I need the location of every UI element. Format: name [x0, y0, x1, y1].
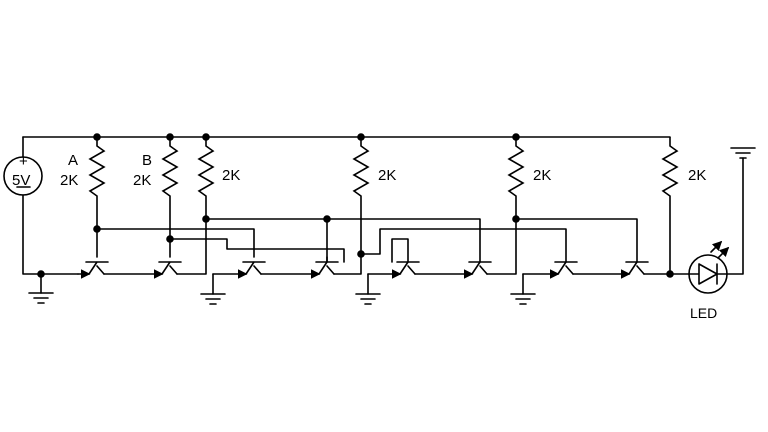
resistor-a-value: 2K: [60, 172, 78, 189]
resistor-b: B 2K: [133, 137, 179, 239]
ground-1: [28, 292, 54, 304]
transistor-1: [77, 228, 109, 279]
source-plus: +: [19, 153, 28, 170]
resistor-a: A 2K: [60, 137, 106, 229]
transistor-6: [414, 218, 517, 279]
ground-2: [200, 293, 226, 305]
cross-wire-7: [515, 218, 638, 263]
ground-3: [355, 293, 381, 305]
input-a-label: A: [68, 152, 78, 169]
cross-wire-6: [391, 238, 409, 263]
ground-4: [510, 293, 536, 305]
source-voltage-label: 5V: [12, 172, 30, 189]
cross-wire-2: [169, 238, 345, 263]
junction-dots: [37, 133, 674, 278]
resistor-b-value: 2K: [133, 172, 151, 189]
cross-wire-1: [96, 228, 255, 250]
transistor-5: [367, 261, 420, 295]
cross-wire-3: [205, 218, 481, 263]
resistor-5-value: 2K: [533, 167, 551, 184]
resistor-3: 2K: [197, 137, 240, 219]
resistor-4: 2K: [352, 137, 396, 254]
transistor-7: [522, 261, 578, 295]
transistor-4: [260, 253, 362, 279]
cross-wire-5: [360, 228, 567, 263]
resistor-5: 2K: [507, 137, 551, 219]
led-label: LED: [690, 305, 717, 321]
resistor-6-value: 2K: [688, 167, 706, 184]
voltage-source: + 5V: [3, 153, 43, 196]
transistor-3: [212, 248, 266, 295]
resistor-6: 2K: [661, 137, 706, 274]
ground-right: [726, 147, 756, 275]
resistor-4-value: 2K: [378, 167, 396, 184]
input-b-label: B: [142, 152, 152, 169]
resistor-3-value: 2K: [222, 167, 240, 184]
transistor-2: [103, 218, 207, 279]
led-symbol: LED: [688, 240, 730, 321]
source-return-wire: [22, 136, 79, 275]
